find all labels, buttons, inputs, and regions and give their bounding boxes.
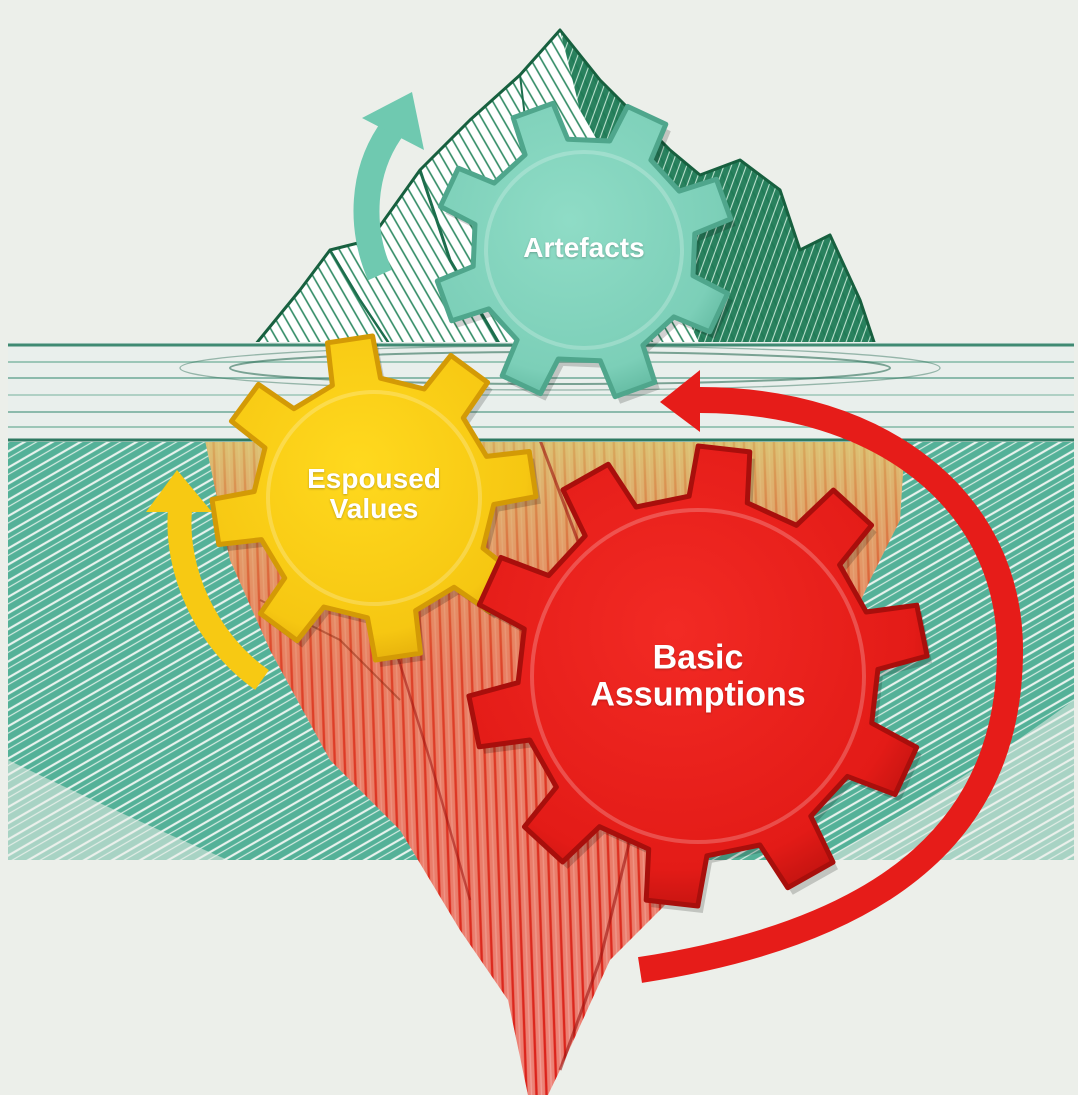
basic-assumptions-label: Basic Assumptions — [590, 639, 805, 712]
artefacts-label: Artefacts — [523, 233, 644, 263]
espoused-values-label: Espoused Values — [307, 464, 441, 524]
